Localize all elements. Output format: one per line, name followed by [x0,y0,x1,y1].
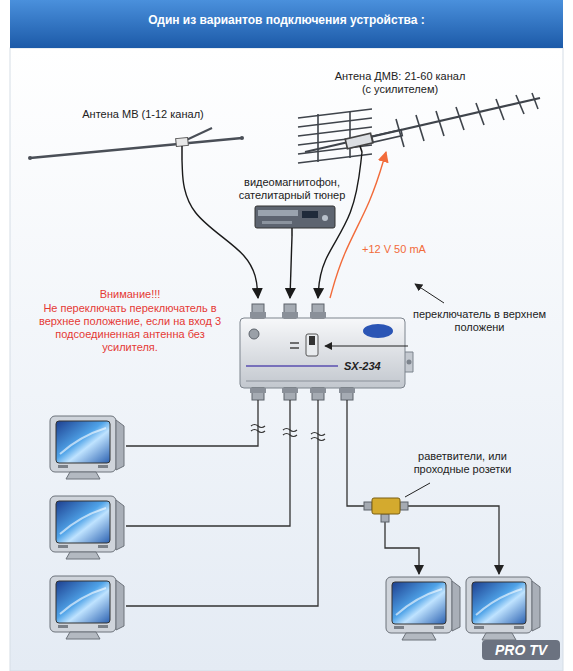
splitter-port [400,502,408,510]
tuner-knob [322,215,328,221]
tv-cable [408,506,499,574]
uhf-antenna: Антена ДМВ: 21-60 канал (с усилителем) [290,68,548,152]
director-element [496,99,504,120]
panel-ground [10,48,563,671]
antenna-rod [30,138,242,158]
switch-mark [290,342,299,344]
splitter-cable [347,400,364,506]
amplifier-sx234: SX-234 [238,298,408,400]
mv-antenna [28,128,244,160]
long-cable-marks [251,425,325,441]
connector-nut [310,388,326,393]
amplifier-housing [240,304,413,400]
splitter-label: раветвители, или проходные розетки [400,450,525,476]
director-element [532,93,538,109]
reflector-support [317,114,319,162]
tv-cable [126,400,290,526]
leader-line [405,483,430,497]
connector-nut [250,312,266,318]
page-title: Один из вариантов подключения устройства… [10,13,563,28]
director-element [436,111,444,136]
voltage-label: +12 V 50 mA [362,243,426,256]
rod-cap [28,156,32,160]
reflector-support [349,111,351,158]
connector-nut [282,312,298,318]
power-switch [306,334,318,356]
ground-screw [249,329,259,339]
warning-note: Не переключать переключатель в верхнее п… [30,302,230,354]
cable-stub [360,146,362,152]
wave-mark [251,430,265,433]
cable-stub [181,146,183,160]
node-label: Антена ДМВ: 21-60 канал (с усилителем) [330,70,470,96]
output-wires [126,400,499,606]
connector-nut [339,388,355,393]
mounting-hole [407,360,412,365]
mounting-tab [405,352,413,372]
tuner-buttons [262,221,292,224]
reflector-rod [298,145,372,154]
vcr-tuner [255,206,335,236]
antenna-boom [305,98,540,152]
switch-lever [309,336,315,345]
tv-set [466,577,540,640]
connector-nut [250,388,266,393]
reflector-rod [298,109,372,118]
antenna-amplifier [345,133,373,149]
tv-cable [126,400,318,606]
node-label: видеомагнитофон, сателитарный тюнер [232,176,352,202]
watermark: PRO TV [482,640,560,660]
tuner-body [255,206,335,228]
vcr-tuner: видеомагнитофон, сателитарный тюнер [228,176,356,236]
mv-antenna: Антена МВ (1-12 канал) [28,106,250,160]
housing-stripe [246,365,338,367]
wave-mark [283,434,297,437]
header-bar [10,0,563,48]
warning-heading: Внимание!!! [30,288,230,301]
tv-cable [126,400,258,446]
tuner-slot [258,210,298,216]
folded-dipole [372,130,403,143]
tv-set [50,496,124,559]
director-element [396,119,404,147]
antenna-clamp [176,137,189,146]
housing-stripe [246,381,400,382]
connector-nut [310,312,326,318]
connector-nut [282,388,298,393]
node-label: Антена МВ (1-12 канал) [68,108,218,121]
wave-mark [311,438,325,441]
splitter-port [381,514,389,522]
tv-set [50,416,124,479]
brand-logo [363,324,393,338]
splitter-port [364,502,372,510]
uhf-antenna [298,93,540,163]
tv-cable [385,522,419,574]
coax-cable [318,152,362,298]
cable-stub [291,228,293,236]
director-element [456,107,464,130]
wave-mark [311,433,325,436]
tv-set [50,576,124,639]
wave-mark [283,429,297,432]
splitter [364,498,408,522]
tv-set [386,577,460,640]
tuner-display [302,211,318,218]
director-element [476,103,484,125]
rod-cap [240,136,244,140]
leader-arrow [325,346,408,347]
coax-cable [290,236,292,298]
wave-mark [251,425,265,428]
switch-mark [290,347,299,349]
leader-arrow [415,284,444,303]
amplifier-body [240,318,405,388]
director-element [516,95,524,114]
splitter-body [372,498,400,514]
power-line [330,152,386,298]
director-element [416,115,424,141]
switch-label: переключатель в верхнем положени [412,308,547,334]
node-label: SX-234 [344,360,404,373]
reflector-rod [298,118,372,127]
